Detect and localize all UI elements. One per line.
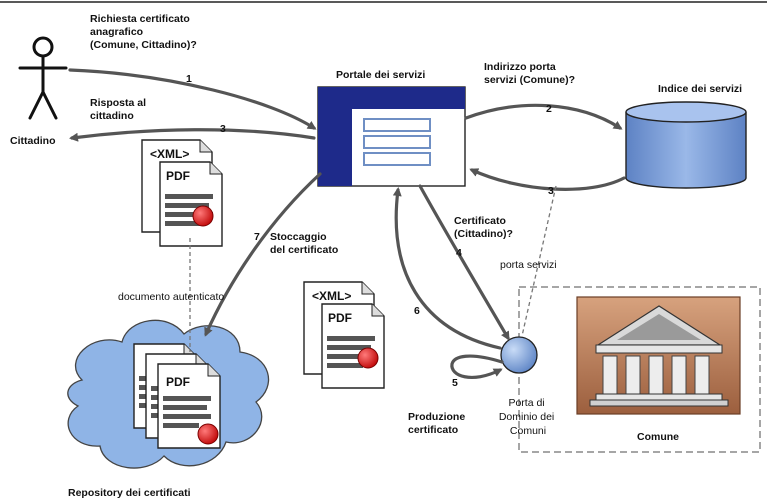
arrow-step-5 bbox=[450, 354, 504, 379]
arrow-step-6 bbox=[392, 187, 502, 350]
database-icon bbox=[625, 101, 747, 189]
seal-icon bbox=[197, 423, 219, 445]
svg-text:4: 4 bbox=[456, 247, 462, 259]
svg-text:<XML>: <XML> bbox=[312, 289, 351, 303]
arrow-step-3-return bbox=[469, 168, 626, 191]
svg-text:1: 1 bbox=[186, 73, 192, 85]
svg-text:5: 5 bbox=[452, 377, 458, 389]
service-port-label: porta servizi bbox=[500, 259, 557, 271]
storage-label: Stoccaggio del certificato bbox=[270, 231, 338, 256]
request-label: Richiesta certificato anagrafico (Comune… bbox=[90, 13, 197, 51]
production-label: Produzione certificato bbox=[408, 411, 468, 436]
actor-icon bbox=[18, 36, 68, 120]
building-icon bbox=[576, 296, 741, 415]
seal-icon bbox=[357, 347, 379, 369]
svg-text:3: 3 bbox=[548, 185, 554, 197]
portal-window bbox=[317, 86, 466, 187]
arrow-step-2 bbox=[464, 103, 623, 130]
authenticated-document-label: documento autenticato bbox=[118, 291, 224, 303]
svg-text:6: 6 bbox=[414, 305, 420, 317]
seal-icon bbox=[192, 205, 214, 227]
portal-label: Portale dei servizi bbox=[336, 69, 425, 81]
svg-text:PDF: PDF bbox=[166, 169, 190, 183]
arrow-step-4 bbox=[418, 184, 510, 341]
arrow-step-1 bbox=[68, 68, 317, 130]
arrow-step-3-reply bbox=[69, 128, 316, 142]
domain-gateway-label: Porta di Dominio dei Comuni bbox=[499, 397, 557, 437]
certificate-request-label: Certificato (Cittadino)? bbox=[454, 215, 513, 240]
svg-text:2: 2 bbox=[546, 103, 552, 115]
citizen-label: Cittadino bbox=[10, 135, 56, 147]
svg-text:<XML>: <XML> bbox=[150, 147, 189, 161]
repository-documents: PDF bbox=[133, 343, 221, 449]
document-icon: <XML> PDF bbox=[303, 281, 385, 389]
step-numbers: 1 2 3 3 4 5 6 7 bbox=[186, 73, 554, 389]
svg-text:7: 7 bbox=[254, 231, 260, 243]
svg-text:3: 3 bbox=[220, 123, 226, 135]
document-icon: <XML> PDF bbox=[141, 139, 223, 247]
globe-icon bbox=[500, 336, 538, 374]
municipality-label: Comune bbox=[637, 431, 679, 443]
repo-pdf-tag: PDF bbox=[166, 375, 190, 389]
reply-label: Risposta al cittadino bbox=[90, 97, 149, 122]
svg-text:PDF: PDF bbox=[328, 311, 352, 325]
dashed-index-to-gateway bbox=[521, 185, 557, 337]
repository-label: Repository dei certificati bbox=[68, 487, 191, 499]
service-index-label: Indice dei servizi bbox=[658, 83, 742, 95]
address-label: Indirizzo porta servizi (Comune)? bbox=[484, 61, 575, 86]
arrow-step-7 bbox=[204, 172, 322, 337]
